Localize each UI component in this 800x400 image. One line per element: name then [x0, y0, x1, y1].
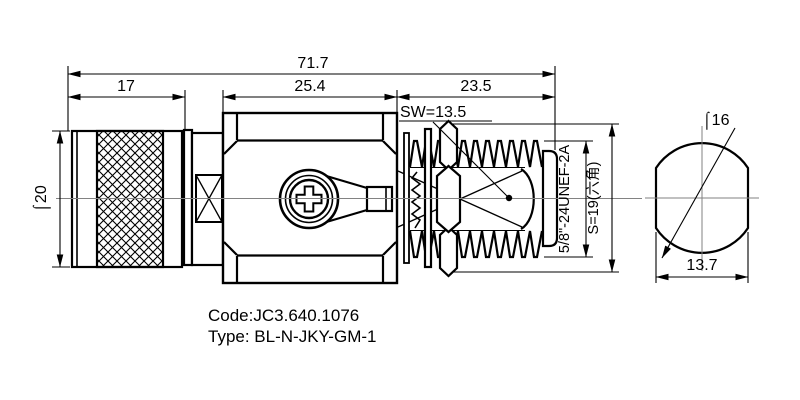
dim-thread-spec: 5/8"-24UNEF-2A: [557, 145, 573, 254]
dim-overall-length: 71.7: [297, 55, 328, 72]
sw-leader: [432, 121, 508, 197]
body-chamfer: [223, 140, 238, 155]
dimensions: 71.7 17 25.4 23.5 SW=13.5 ⌠20 5/8"-24UNE…: [32, 55, 749, 283]
dim-flat-width: 13.7: [686, 257, 717, 274]
sw-leader-dot: [505, 194, 513, 202]
dim-wrench-flat: SW=13.5: [400, 104, 466, 121]
dim-hex-size: S=19(六角): [585, 162, 602, 235]
dia16-leader: [661, 127, 736, 259]
lug-taper: [322, 208, 368, 225]
body-chamfer: [382, 241, 397, 256]
body-chamfer: [223, 241, 238, 256]
hex-nut-facet-bottom: [438, 225, 459, 278]
rear-ring: [182, 128, 194, 267]
dim-coupling-length: 17: [117, 78, 135, 95]
dim-coupling-diameter: ⌠20: [32, 185, 52, 213]
body-chamfer: [382, 140, 397, 155]
dim-flange-diameter: ⌠16: [702, 111, 730, 131]
caption-type: Type: BL-N-JKY-GM-1: [208, 327, 376, 346]
dim-bulkhead-length: 23.5: [460, 78, 491, 95]
main-view: [56, 111, 642, 285]
hex-nut-facet-top: [438, 119, 459, 172]
caption-code: Code:JC3.640.1076: [208, 306, 359, 325]
caption: Code:JC3.640.1076 Type: BL-N-JKY-GM-1: [208, 306, 376, 346]
end-view: [645, 126, 759, 271]
dim-body-length: 25.4: [294, 78, 325, 95]
neck-section: [182, 128, 225, 267]
lug-taper: [322, 173, 368, 190]
